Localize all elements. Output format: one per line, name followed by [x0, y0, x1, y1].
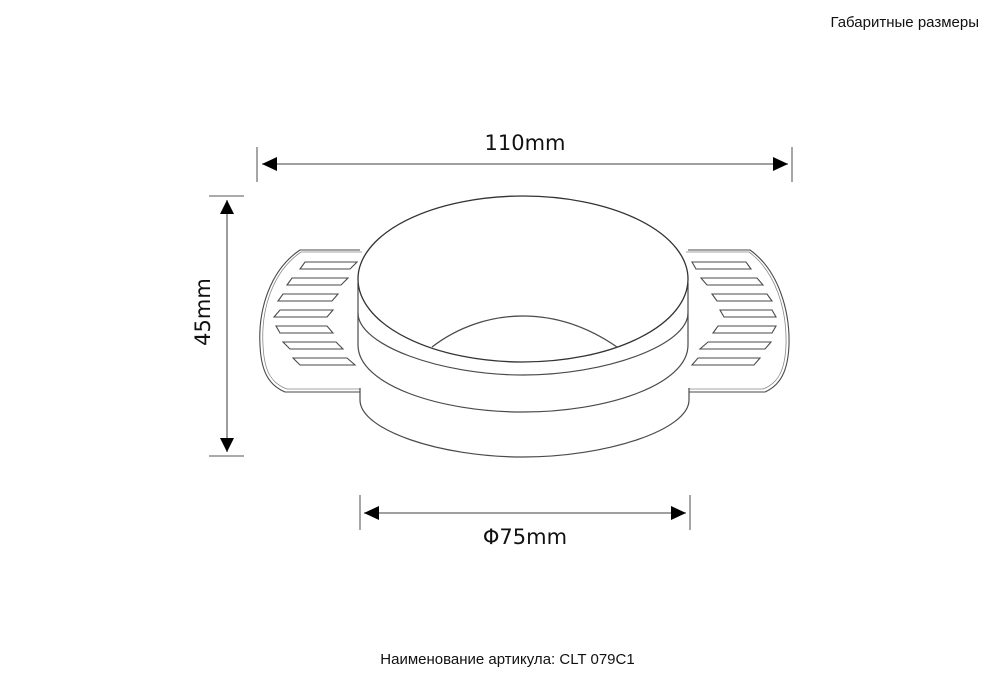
- arrow-right-icon: [773, 157, 788, 171]
- diameter-label: Φ75mm: [483, 525, 567, 549]
- left-bracket-slots: [272, 261, 359, 366]
- width-label: 110mm: [485, 131, 566, 155]
- arrow-down-icon: [220, 438, 234, 452]
- arrow-right-icon: [671, 506, 686, 520]
- diameter-dimension: Φ75mm: [359, 495, 691, 549]
- right-bracket-slots: [690, 261, 777, 366]
- width-dimension: 110mm: [256, 131, 793, 182]
- fixture-body: [357, 195, 690, 458]
- height-dimension: 45mm: [191, 195, 244, 457]
- arrow-left-icon: [364, 506, 379, 520]
- arrow-up-icon: [220, 200, 234, 214]
- left-bracket: [259, 249, 362, 393]
- article-name-label: Наименование артикула: CLT 079C1: [380, 651, 635, 668]
- height-label: 45mm: [191, 278, 215, 346]
- dimensions-heading: Габаритные размеры: [830, 14, 979, 31]
- arrow-left-icon: [262, 157, 277, 171]
- right-bracket: [686, 249, 790, 393]
